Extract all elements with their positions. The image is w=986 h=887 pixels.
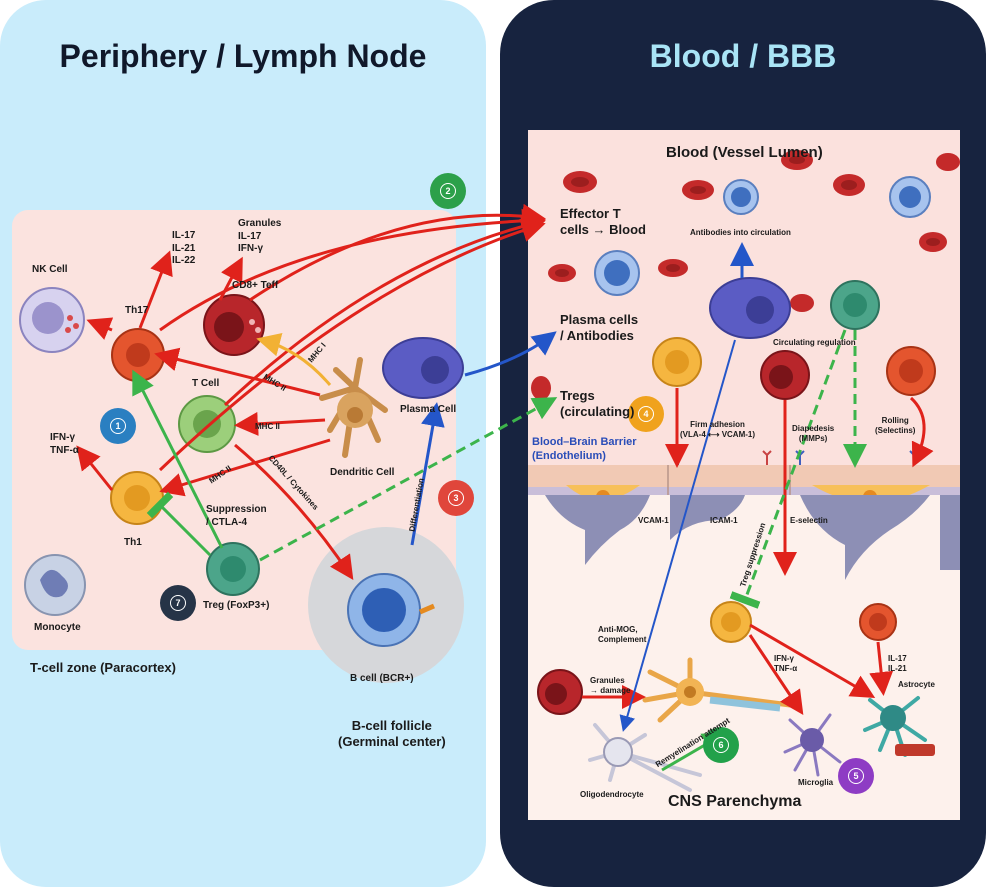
- bbb-label: Blood–Brain Barrier (Endothelium): [532, 436, 637, 462]
- eselectin-label: E-selectin: [790, 516, 828, 525]
- blood-th17-cell: [886, 346, 936, 396]
- antibodies-circulation-label: Antibodies into circulation: [690, 228, 791, 237]
- vessel-lumen-label: Blood (Vessel Lumen): [666, 144, 823, 161]
- badge-6: 6: [703, 727, 739, 763]
- blood-treg-cell: [830, 280, 880, 330]
- effector-arrows: [76, 203, 934, 715]
- nk-cell: [19, 287, 85, 353]
- treg-cell: [206, 542, 260, 596]
- circulating-regulation-label: Circulating regulation: [773, 338, 856, 347]
- oligodendrocyte-cell: [588, 723, 702, 792]
- il17-il21-label: IL-17 IL-21: [888, 654, 907, 673]
- blood-plasma-cell: [709, 277, 791, 339]
- th17-cell: [111, 328, 165, 382]
- tcell-zone-label: T-cell zone (Paracortex): [30, 660, 176, 675]
- astrocyte-cell: [863, 696, 935, 757]
- mhc1-arrow: [256, 332, 332, 386]
- th1-label: Th1: [124, 537, 142, 548]
- ifn-tnf-label: IFN-γ TNF-α: [774, 654, 798, 673]
- treg-arrows: [132, 329, 867, 772]
- mhc2-label-b: MHC II: [255, 422, 280, 431]
- dendritic-cell: [319, 357, 388, 458]
- b-cell: [347, 573, 435, 647]
- right-panel-title: Blood / BBB: [649, 38, 837, 74]
- cns-parenchyma-label: CNS Parenchyma: [668, 793, 802, 810]
- microglia-cell: [783, 713, 842, 777]
- anti-mog-label: Anti-MOG, Complement: [598, 625, 647, 644]
- astrocyte-label: Astrocyte: [898, 680, 935, 689]
- badge-2: 2: [430, 173, 466, 209]
- nk-cell-label: NK Cell: [32, 264, 68, 275]
- cns-th17-cell: [859, 603, 897, 641]
- cns-th1-cell: [710, 601, 752, 643]
- monocyte-label: Monocyte: [34, 622, 81, 633]
- cd8-granules-label: Granules IL-17 IFN-γ: [238, 218, 282, 254]
- oligodendrocyte-label: Oligodendrocyte: [580, 790, 644, 799]
- antibody-arrows: [410, 242, 754, 732]
- tcell-label: T Cell: [192, 378, 220, 389]
- rolling-label: Rolling (Selectins): [875, 416, 916, 435]
- plasma-label: Plasma Cell: [400, 404, 457, 415]
- tregs-circulating-label: Tregs (circulating): [560, 388, 635, 420]
- blood-cd8-cell: [760, 350, 810, 400]
- red-blood-cells: [531, 150, 960, 400]
- badge-7: 7: [160, 585, 196, 621]
- granules-damage-label: Granules → damage: [590, 676, 631, 695]
- blood-th1-cell: [652, 337, 702, 387]
- badge-5: 5: [838, 758, 874, 794]
- dendritic-label: Dendritic Cell: [330, 467, 395, 478]
- th17-label: Th17: [125, 305, 149, 316]
- badge-4: 4: [628, 396, 664, 432]
- vcam-label: VCAM-1: [638, 516, 669, 525]
- suppression-label: Suppression / CTLA-4: [206, 504, 267, 528]
- badge-1: 1: [100, 408, 136, 444]
- firm-adhesion-label: Firm adhesion (VLA-4 ⟷ VCAM-1): [680, 420, 756, 439]
- th1-cytokines-label: IFN-γ TNF-α: [50, 432, 79, 456]
- plasma-antibodies-label: Plasma cells / Antibodies: [560, 312, 639, 344]
- bbb-endothelium: [528, 450, 960, 580]
- bcell-follicle-label: B-cell follicle (Germinal center): [338, 718, 446, 750]
- badge-3: 3: [438, 480, 474, 516]
- th1-cell: [110, 471, 164, 525]
- bcell-label: B cell (BCR+): [350, 673, 414, 684]
- blood-lymphocytes: [594, 176, 931, 296]
- th17-cytokines-label: IL-17 IL-21 IL-22: [172, 230, 196, 266]
- treg-label: Treg (FoxP3+): [203, 600, 270, 611]
- cd8-label: CD8+ Teff: [232, 280, 279, 291]
- microglia-label: Microglia: [798, 778, 834, 787]
- left-panel-title: Periphery / Lymph Node: [59, 38, 427, 74]
- cd8-cell: [203, 294, 265, 356]
- diapedesis-label: Diapedesis (MMPs): [792, 424, 835, 443]
- neuron-cell: [642, 657, 793, 723]
- icam-label: ICAM-1: [710, 516, 738, 525]
- effector-t-label: Effector T cells → Blood: [560, 206, 646, 238]
- monocyte-cell: [24, 554, 86, 616]
- plasma-cell: [382, 337, 464, 399]
- cns-cd8-cell: [537, 669, 583, 715]
